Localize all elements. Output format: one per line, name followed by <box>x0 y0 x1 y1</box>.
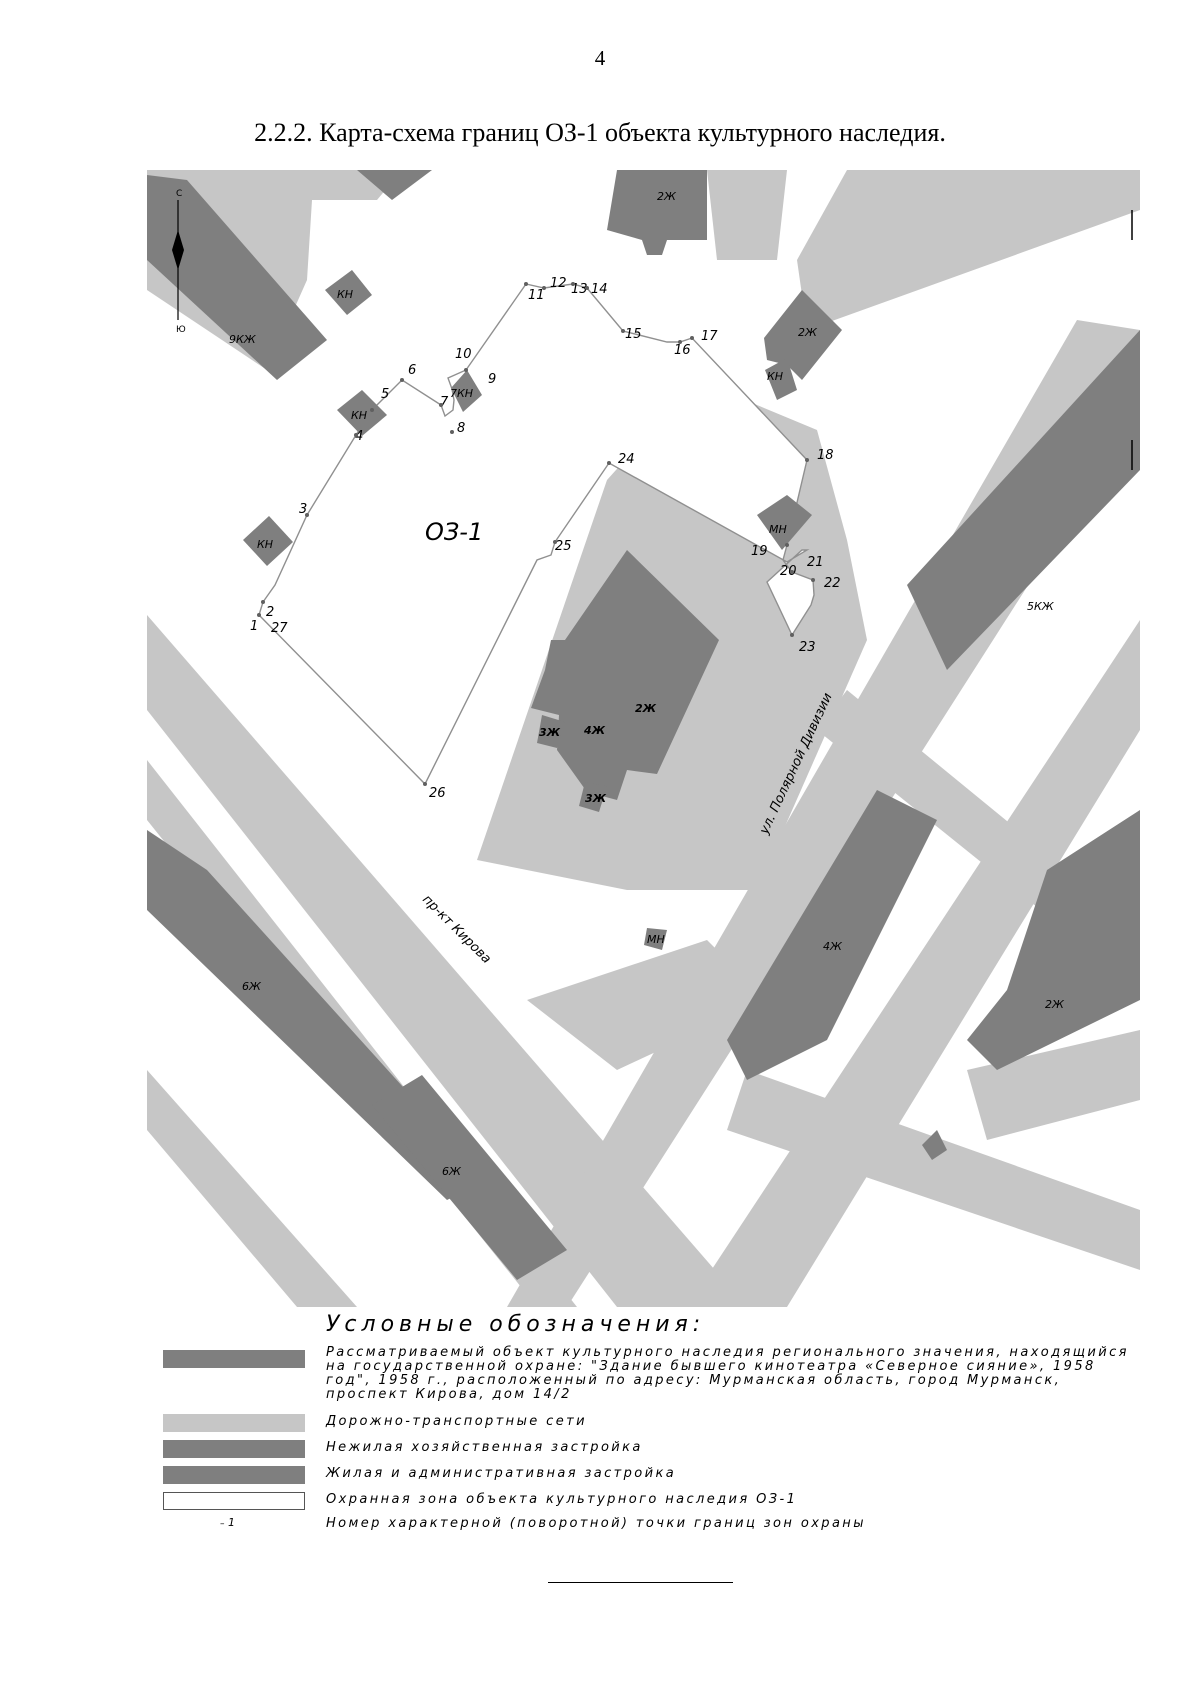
boundary-point: 22 <box>824 576 841 591</box>
boundary-point: 20 <box>780 564 797 579</box>
boundary-point: 8 <box>457 421 465 436</box>
boundary-point: 15 <box>625 327 642 342</box>
boundary-point: 16 <box>674 343 691 358</box>
building-6zh-south <box>372 1075 567 1280</box>
boundary-point: 17 <box>701 329 718 344</box>
road-southwest <box>147 1070 357 1307</box>
boundary-point: 11 <box>528 288 545 303</box>
boundary-point: 6 <box>408 363 416 378</box>
building-label: 7КН <box>450 387 473 400</box>
legend-text: Охранная зона объекта культурного наслед… <box>326 1492 798 1507</box>
building-label: КН <box>351 409 367 422</box>
building-label: 5КЖ <box>1027 600 1055 613</box>
building-2zh-northeast <box>764 290 842 380</box>
building-mn <box>757 495 812 550</box>
building-label: КН <box>337 288 353 301</box>
legend-text: Жилая и административная застройка <box>326 1466 677 1481</box>
legend-swatch-heritage-object <box>163 1350 305 1368</box>
building-label: 2Ж <box>1045 998 1065 1011</box>
road-kirova <box>147 615 747 1307</box>
boundary-point-labels: 1 2 3 4 5 6 7 8 9 10 11 12 13 14 15 16 1… <box>250 276 841 801</box>
legend-text: Дорожно-транспортные сети <box>326 1414 587 1429</box>
building-small-southeast <box>922 1130 947 1160</box>
boundary-point: 27 <box>271 621 288 636</box>
building-mn-south <box>644 928 667 950</box>
building-label: МН <box>647 933 665 946</box>
road-north-stub <box>707 170 787 260</box>
boundary-point: 13 <box>571 282 588 297</box>
boundary-point: 21 <box>807 555 824 570</box>
building-label: 9КЖ <box>229 333 257 346</box>
building-label: МН <box>769 523 787 536</box>
boundary-point: 19 <box>751 544 768 559</box>
zone-label: ОЗ-1 <box>425 518 483 546</box>
road-southeast <box>967 1030 1140 1140</box>
legend-text: Нежилая хозяйственная застройка <box>326 1440 643 1455</box>
building-2zh-cinema <box>531 550 719 800</box>
building-2zh-east <box>967 810 1140 1070</box>
boundary-point: 1 <box>250 619 258 634</box>
boundary-point: 14 <box>591 282 608 297</box>
building-kn-3 <box>243 516 293 566</box>
zone-oz-1 <box>258 283 815 786</box>
building-4zh <box>727 790 937 1080</box>
building-3zh-bottom <box>579 782 607 812</box>
road-south-crossing <box>527 940 767 1070</box>
boundary-point: 3 <box>299 502 307 517</box>
building-label: 3Ж <box>539 726 561 739</box>
building-north-edge <box>357 170 432 200</box>
legend-swatch-residential <box>163 1466 305 1484</box>
boundary-map: С Ю 9КЖ КН КН КН 7КН КН 2Ж 2Ж КН МН 2Ж 3… <box>147 170 1140 1307</box>
building-5kzh <box>907 330 1140 670</box>
building-kn-northeast <box>765 358 797 400</box>
footnote-rule <box>548 1582 733 1583</box>
boundary-point: 10 <box>455 347 472 362</box>
boundary-point: 7 <box>440 395 449 410</box>
boundary-point: 26 <box>429 786 446 801</box>
compass-north-label: С <box>176 189 182 199</box>
boundary-point: 25 <box>555 539 572 554</box>
road-south-east <box>727 1070 1140 1270</box>
boundary-point: 24 <box>618 452 635 467</box>
legend-swatch-nonresidential <box>163 1440 305 1458</box>
building-9kzh <box>147 175 327 380</box>
legend-text: Рассматриваемый объект культурного насле… <box>326 1345 1129 1402</box>
building-3zh-left <box>537 715 565 748</box>
legend-text: Номер характерной (поворотной) точки гра… <box>326 1516 866 1531</box>
page-number: 4 <box>594 46 606 70</box>
boundary-point: 18 <box>817 448 834 463</box>
boundary-point: 4 <box>355 429 363 444</box>
boundary-point: 9 <box>488 372 496 387</box>
building-label: КН <box>257 538 273 551</box>
building-label: 4Ж <box>583 724 606 737</box>
building-label: 6Ж <box>442 1165 462 1178</box>
boundary-point: 2 <box>266 605 274 620</box>
compass-icon: С Ю <box>172 189 186 335</box>
legend-title: Условные обозначения: <box>326 1312 706 1337</box>
building-kn-1 <box>325 270 372 315</box>
building-label: 4Ж <box>823 940 843 953</box>
page-heading: 2.2.2. Карта-схема границ ОЗ-1 объекта к… <box>254 118 946 147</box>
boundary-point: 5 <box>381 387 389 402</box>
boundary-point: 12 <box>550 276 567 291</box>
building-kn-2 <box>337 390 387 436</box>
building-label: 3Ж <box>585 792 607 805</box>
road-northeast <box>797 170 1140 330</box>
building-label: КН <box>767 370 783 383</box>
building-2zh-north <box>607 170 707 255</box>
building-7kn <box>451 370 482 412</box>
building-label: 6Ж <box>242 980 262 993</box>
building-labels: 9КЖ КН КН КН 7КН КН 2Ж 2Ж КН МН 2Ж 3Ж 4Ж… <box>229 190 1065 1178</box>
building-label: 2Ж <box>657 190 677 203</box>
buildings <box>147 170 1140 1280</box>
legend-swatch-roads <box>163 1414 305 1432</box>
building-label: 2Ж <box>798 326 818 339</box>
legend-swatch-protection-zone <box>163 1492 305 1510</box>
boundary-point: 23 <box>799 640 816 655</box>
boundary-point-markers <box>257 282 815 786</box>
legend-point-marker: – 1 <box>220 1516 235 1529</box>
compass-south-label: Ю <box>176 325 186 335</box>
building-label: 2Ж <box>635 702 657 715</box>
